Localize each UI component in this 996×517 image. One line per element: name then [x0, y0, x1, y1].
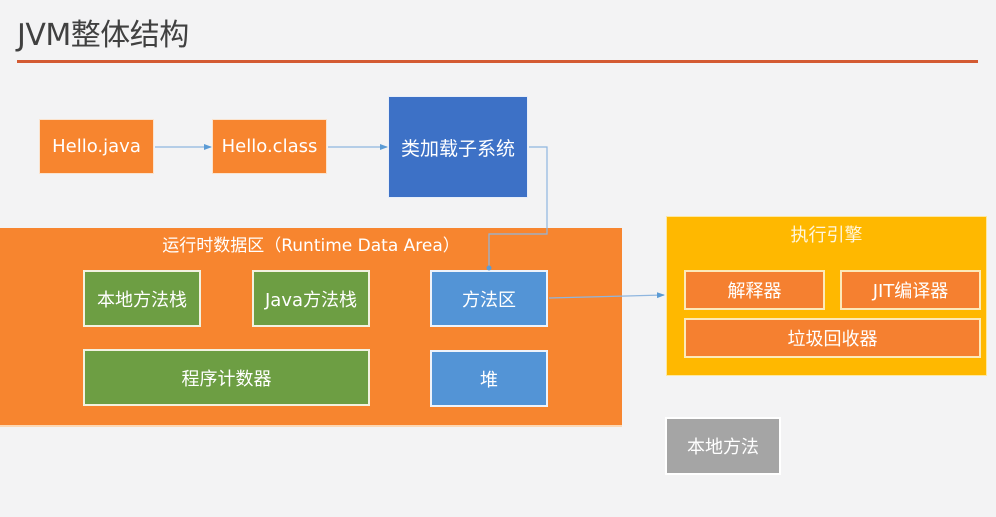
jit-compiler-box: JIT编译器: [840, 270, 981, 310]
class-loader-box: 类加载子系统: [388, 96, 528, 198]
interpreter-label: 解释器: [727, 281, 782, 302]
hello-java-label: Hello.java: [52, 136, 141, 157]
garbage-collector-box: 垃圾回收器: [684, 318, 981, 358]
java-method-stack-box: Java方法栈: [252, 270, 370, 327]
native-method-stack-label: 本地方法栈: [97, 289, 187, 311]
class-loader-label: 类加载子系统: [400, 137, 515, 160]
hello-java-box: Hello.java: [39, 119, 154, 174]
interpreter-box: 解释器: [684, 270, 825, 310]
garbage-collector-label: 垃圾回收器: [787, 329, 878, 350]
runtime-data-area-label: 运行时数据区（Runtime Data Area）: [162, 236, 460, 256]
method-area-box: 方法区: [430, 270, 548, 327]
program-counter-box: 程序计数器: [83, 349, 370, 406]
execution-engine-label: 执行引擎: [790, 225, 863, 246]
page-title: JVM整体结构: [17, 18, 189, 53]
heap-label: 堆: [480, 369, 498, 391]
method-area-label: 方法区: [462, 289, 516, 311]
native-method-box: 本地方法: [665, 417, 781, 475]
jit-compiler-label: JIT编译器: [872, 281, 949, 302]
java-method-stack-label: Java方法栈: [264, 289, 358, 311]
hello-class-box: Hello.class: [212, 119, 327, 174]
heap-box: 堆: [430, 350, 548, 407]
program-counter-label: 程序计数器: [181, 368, 272, 390]
title-divider: [17, 60, 978, 63]
native-method-label: 本地方法: [687, 437, 759, 458]
hello-class-label: Hello.class: [221, 136, 318, 157]
native-method-stack-box: 本地方法栈: [83, 270, 201, 327]
